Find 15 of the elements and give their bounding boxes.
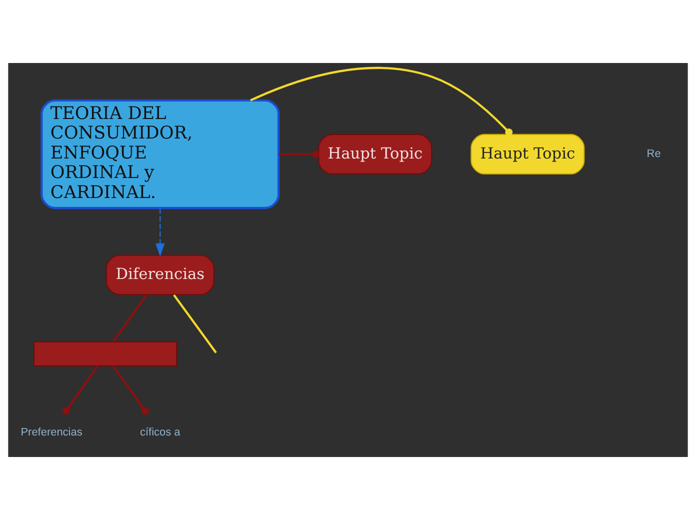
- node-text: Preferencias: [20, 426, 82, 439]
- node-box: Haupt Topic: [470, 134, 585, 174]
- node-box: TEORIA DEL CONSUMIDOR, ENFOQUE ORDINAL y CARDINAL.: [40, 99, 280, 210]
- connector: [112, 365, 149, 415]
- connector: [250, 66, 513, 136]
- node-box: [33, 341, 178, 366]
- arrow: [156, 208, 165, 257]
- node-box: Haupt Topic: [318, 134, 432, 174]
- connector: [173, 294, 217, 354]
- connector: [112, 294, 148, 342]
- connector: [62, 365, 98, 415]
- node-box: Diferencias: [106, 254, 214, 296]
- label: Re: [646, 148, 661, 160]
- connector: [278, 150, 320, 158]
- node-text: cíficos a: [140, 426, 180, 439]
